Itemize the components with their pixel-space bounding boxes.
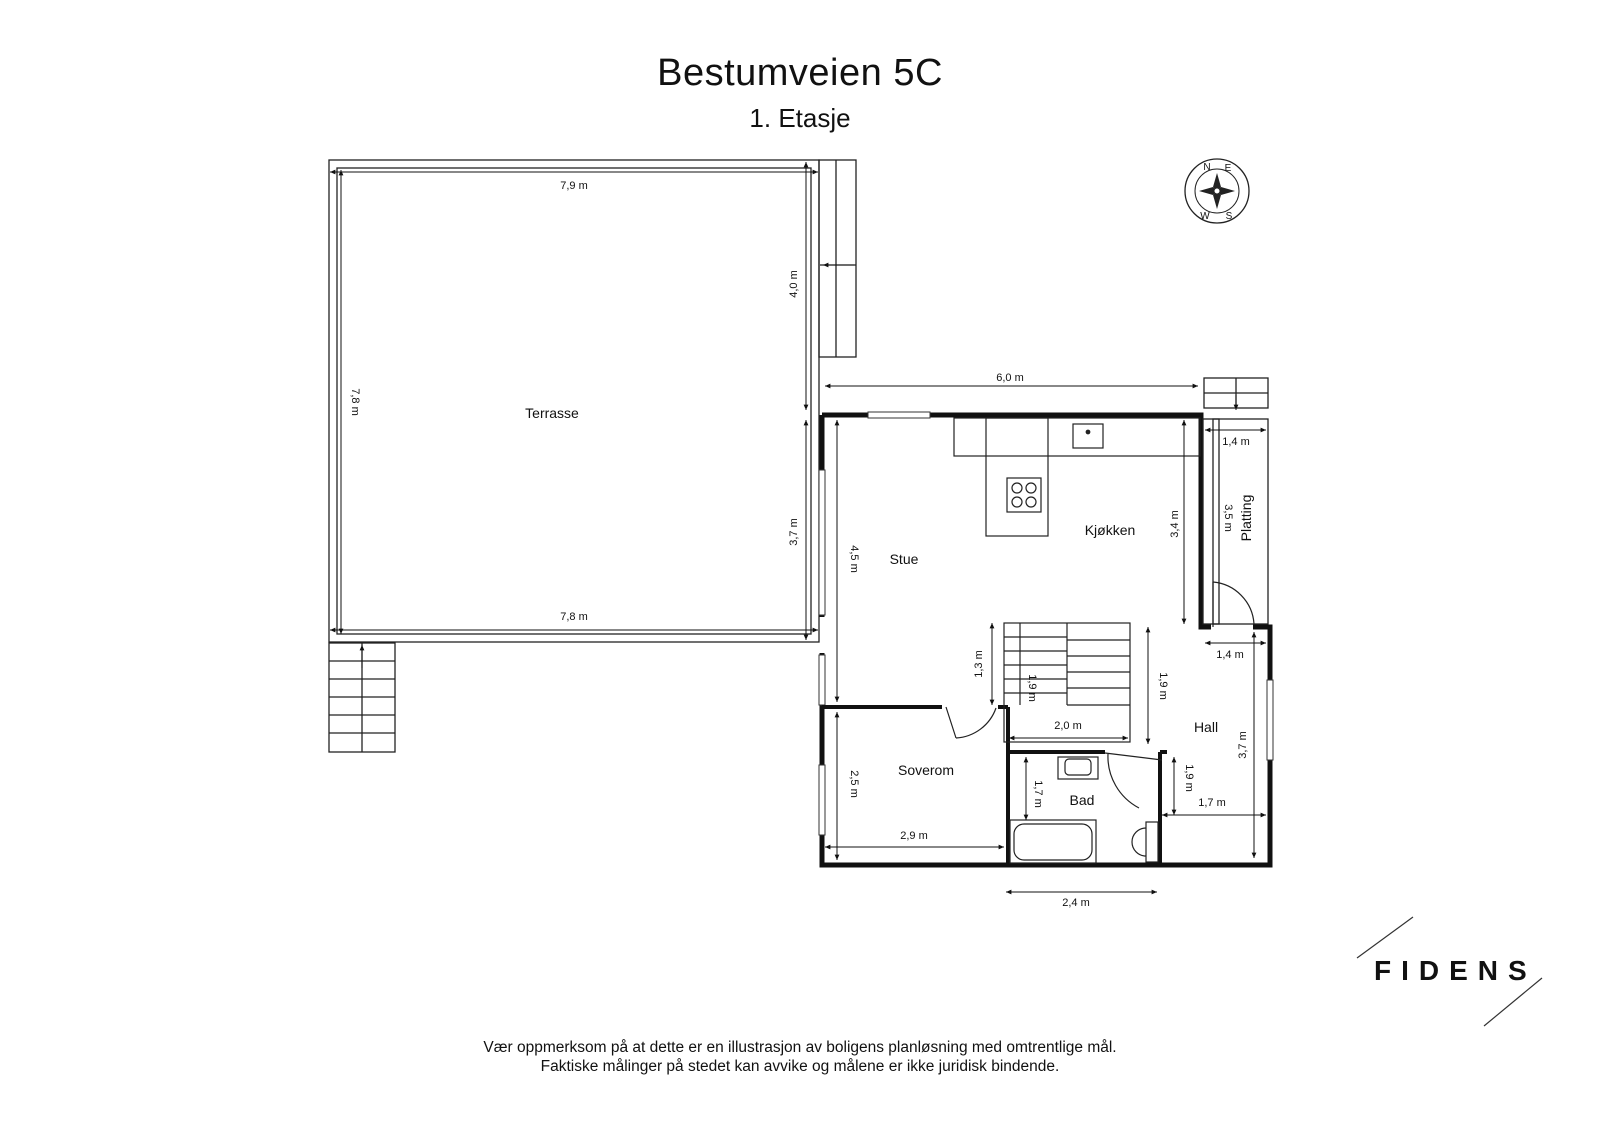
dim-hall-bottom-width: 1,7 m <box>1198 797 1226 809</box>
compass-icon: N E S W <box>1184 158 1250 224</box>
doors <box>945 581 1255 809</box>
dim-terrace-left: 7,8 m <box>349 388 361 416</box>
dim-bedroom-height: 2,5 m <box>848 770 860 798</box>
interior-walls <box>822 705 1167 865</box>
brand-logo: FIDENS <box>1356 917 1556 1027</box>
dim-bottom-width: 2,4 m <box>1062 897 1090 909</box>
dim-bath-height: 1,7 m <box>1032 780 1044 808</box>
staircase <box>1003 622 1131 743</box>
dim-terrace-lower-right: 3,7 m <box>788 518 800 546</box>
dim-platform-width: 1,4 m <box>1222 436 1250 448</box>
room-label-terrace: Terrasse <box>525 405 579 421</box>
room-label-hall: Hall <box>1194 719 1218 735</box>
room-label-bedroom: Soverom <box>898 762 954 778</box>
room-label-platform: Platting <box>1238 495 1254 542</box>
bathroom-fixtures <box>1009 756 1159 864</box>
dim-house-top: 6,0 m <box>996 372 1024 384</box>
disclaimer-line-2: Faktiske målinger på stedet kan avvike o… <box>540 1058 1060 1075</box>
dimension-lines <box>330 162 1266 895</box>
kitchen-fixtures <box>953 417 1201 537</box>
terrace <box>328 159 857 643</box>
dim-hall-lower: 1,9 m <box>1183 764 1195 792</box>
dim-living-height: 4,5 m <box>848 545 860 573</box>
dim-hall-height: 3,7 m <box>1237 731 1249 759</box>
dim-terrace-top: 7,9 m <box>560 180 588 192</box>
dim-terrace-upper-right: 4,0 m <box>788 270 800 298</box>
compass-s: S <box>1226 211 1233 222</box>
compass-n: N <box>1203 162 1210 173</box>
dim-kitchen-height: 3,4 m <box>1169 510 1181 538</box>
floor-subtitle: 1. Etasje <box>749 103 851 133</box>
dim-bedroom-width: 2,9 m <box>900 830 928 842</box>
dim-stair-width: 2,0 m <box>1054 720 1082 732</box>
dim-stair-right: 1,9 m <box>1157 672 1169 700</box>
compass-w: W <box>1200 211 1210 222</box>
brand-logo-lines <box>1356 916 1543 1027</box>
room-label-living: Stue <box>890 551 919 567</box>
dim-platform-height: 3,5 m <box>1222 504 1234 532</box>
page-title: Bestumveien 5C <box>657 52 943 94</box>
disclaimer: Vær oppmerksom på at dette er en illustr… <box>0 1038 1600 1076</box>
brand-name: FIDENS <box>1374 955 1537 986</box>
dim-stair-left: 1,3 m <box>973 650 985 678</box>
dim-stair-inner: 1,9 m <box>1026 674 1038 702</box>
room-label-bath: Bad <box>1070 792 1095 808</box>
compass-e: E <box>1225 163 1232 174</box>
terrace-stairs <box>328 642 396 753</box>
dim-terrace-bottom: 7,8 m <box>560 611 588 623</box>
dim-hall-width: 1,4 m <box>1216 649 1244 661</box>
disclaimer-line-1: Vær oppmerksom på at dette er en illustr… <box>483 1039 1117 1056</box>
room-label-kitchen: Kjøkken <box>1085 522 1136 538</box>
